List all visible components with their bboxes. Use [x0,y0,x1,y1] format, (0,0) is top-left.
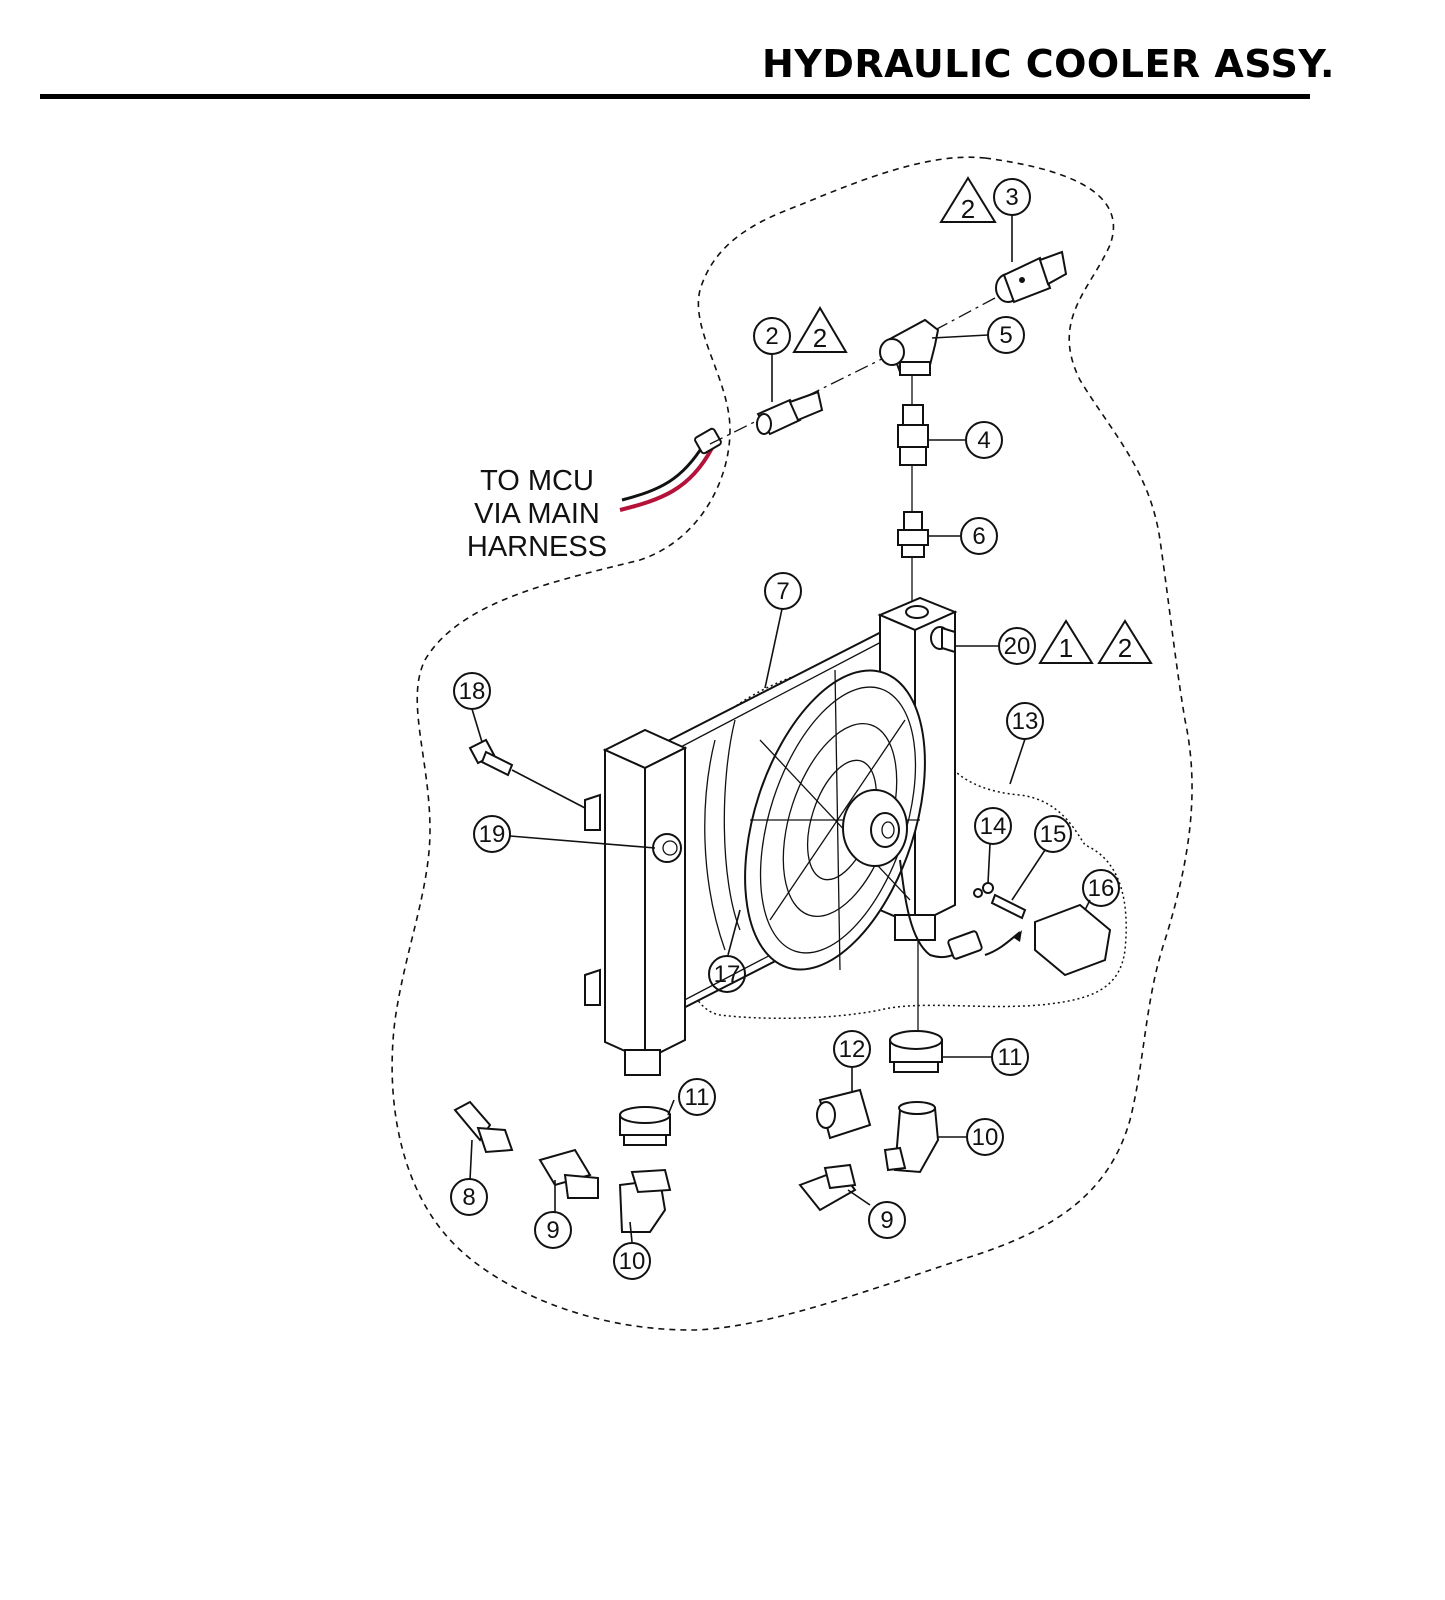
assembly-boundary [391,156,1193,1331]
tee-9-left [538,1148,599,1199]
sensor-centerline [709,349,901,445]
fitting-12 [816,1088,872,1140]
callout-10-left: 10 [613,1242,651,1280]
svg-text:2: 2 [765,323,778,350]
callout-13: 13 [1006,702,1044,740]
elbow-10-right [883,1101,940,1174]
svg-text:15: 15 [1040,821,1067,848]
svg-text:14: 14 [980,813,1007,840]
page-title: HYDRAULIC COOLER ASSY. [762,42,1335,86]
svg-text:18: 18 [459,678,486,705]
svg-text:7: 7 [776,578,789,605]
note-triangle-2b: 2 [792,306,848,353]
svg-text:11: 11 [685,1084,710,1111]
svg-text:11: 11 [998,1044,1023,1071]
callout-14: 14 [974,807,1012,845]
fan-17 [704,669,983,971]
adapter-4 [897,404,929,466]
callout-9-left: 9 [534,1211,572,1249]
callout-20: 20 [998,627,1036,665]
svg-text:9: 9 [546,1217,559,1244]
callout-12: 12 [833,1030,871,1068]
callout-16: 16 [1082,869,1120,907]
tee-5 [879,318,940,376]
note-triangle-1: 1 [1038,619,1094,664]
o-ring-11-right [889,1030,943,1073]
callout-15: 15 [1034,815,1072,853]
callout-5: 5 [987,316,1025,354]
svg-text:3: 3 [1005,184,1018,211]
mcu-label-line2: VIA MAIN [474,498,600,530]
sensor-2 [756,390,824,436]
callout-11-left: 11 [678,1078,716,1116]
note-1-label: 1 [1059,633,1073,663]
svg-text:5: 5 [999,322,1012,349]
svg-text:16: 16 [1088,875,1115,902]
svg-text:17: 17 [714,961,741,988]
callout-9-right: 9 [868,1201,906,1239]
note-2c-label: 2 [1118,633,1132,663]
wire-red [619,447,714,512]
callout-7: 7 [764,572,802,610]
fitting-20 [930,626,956,654]
callout-6: 6 [960,517,998,555]
leader-lines [469,214,1091,1243]
fitting-3 [995,250,1068,304]
callout-8: 8 [450,1178,488,1216]
note-triangle-2c: 2 [1097,619,1153,664]
callout-18: 18 [453,672,491,710]
nut-19 [652,833,682,863]
fitting-8 [453,1100,514,1154]
callout-17: 17 [708,955,746,993]
callout-10-right: 10 [966,1118,1004,1156]
callout-19: 19 [473,815,511,853]
title-rule [40,94,1310,99]
wire-connector [694,427,722,455]
svg-text:8: 8 [462,1184,475,1211]
note-triangle-2a: 2 [939,176,997,224]
adapter-6 [897,511,929,558]
note-2b-label: 2 [813,323,827,353]
note-2a-label: 2 [961,194,975,224]
callout-2: 2 [753,317,791,355]
svg-text:4: 4 [977,427,990,454]
tee-9-right [798,1163,857,1212]
connector-parts [973,882,1112,977]
svg-text:10: 10 [972,1124,999,1151]
svg-text:19: 19 [479,821,506,848]
callout-4: 4 [965,421,1003,459]
svg-text:13: 13 [1012,708,1039,735]
callout-3: 3 [993,178,1031,216]
harness-wires [619,427,722,512]
svg-text:20: 20 [1004,633,1031,660]
mcu-label-line1: TO MCU [480,465,594,497]
callout-11-right: 11 [991,1038,1029,1076]
svg-text:6: 6 [972,523,985,550]
bolt-18 [468,738,514,777]
elbow-10-left [618,1168,672,1233]
svg-text:9: 9 [880,1207,893,1234]
svg-text:12: 12 [839,1036,866,1063]
mcu-label-line3: HARNESS [467,531,607,563]
svg-text:10: 10 [619,1248,646,1275]
o-ring-11-left [619,1106,671,1146]
wire-black [621,443,706,502]
